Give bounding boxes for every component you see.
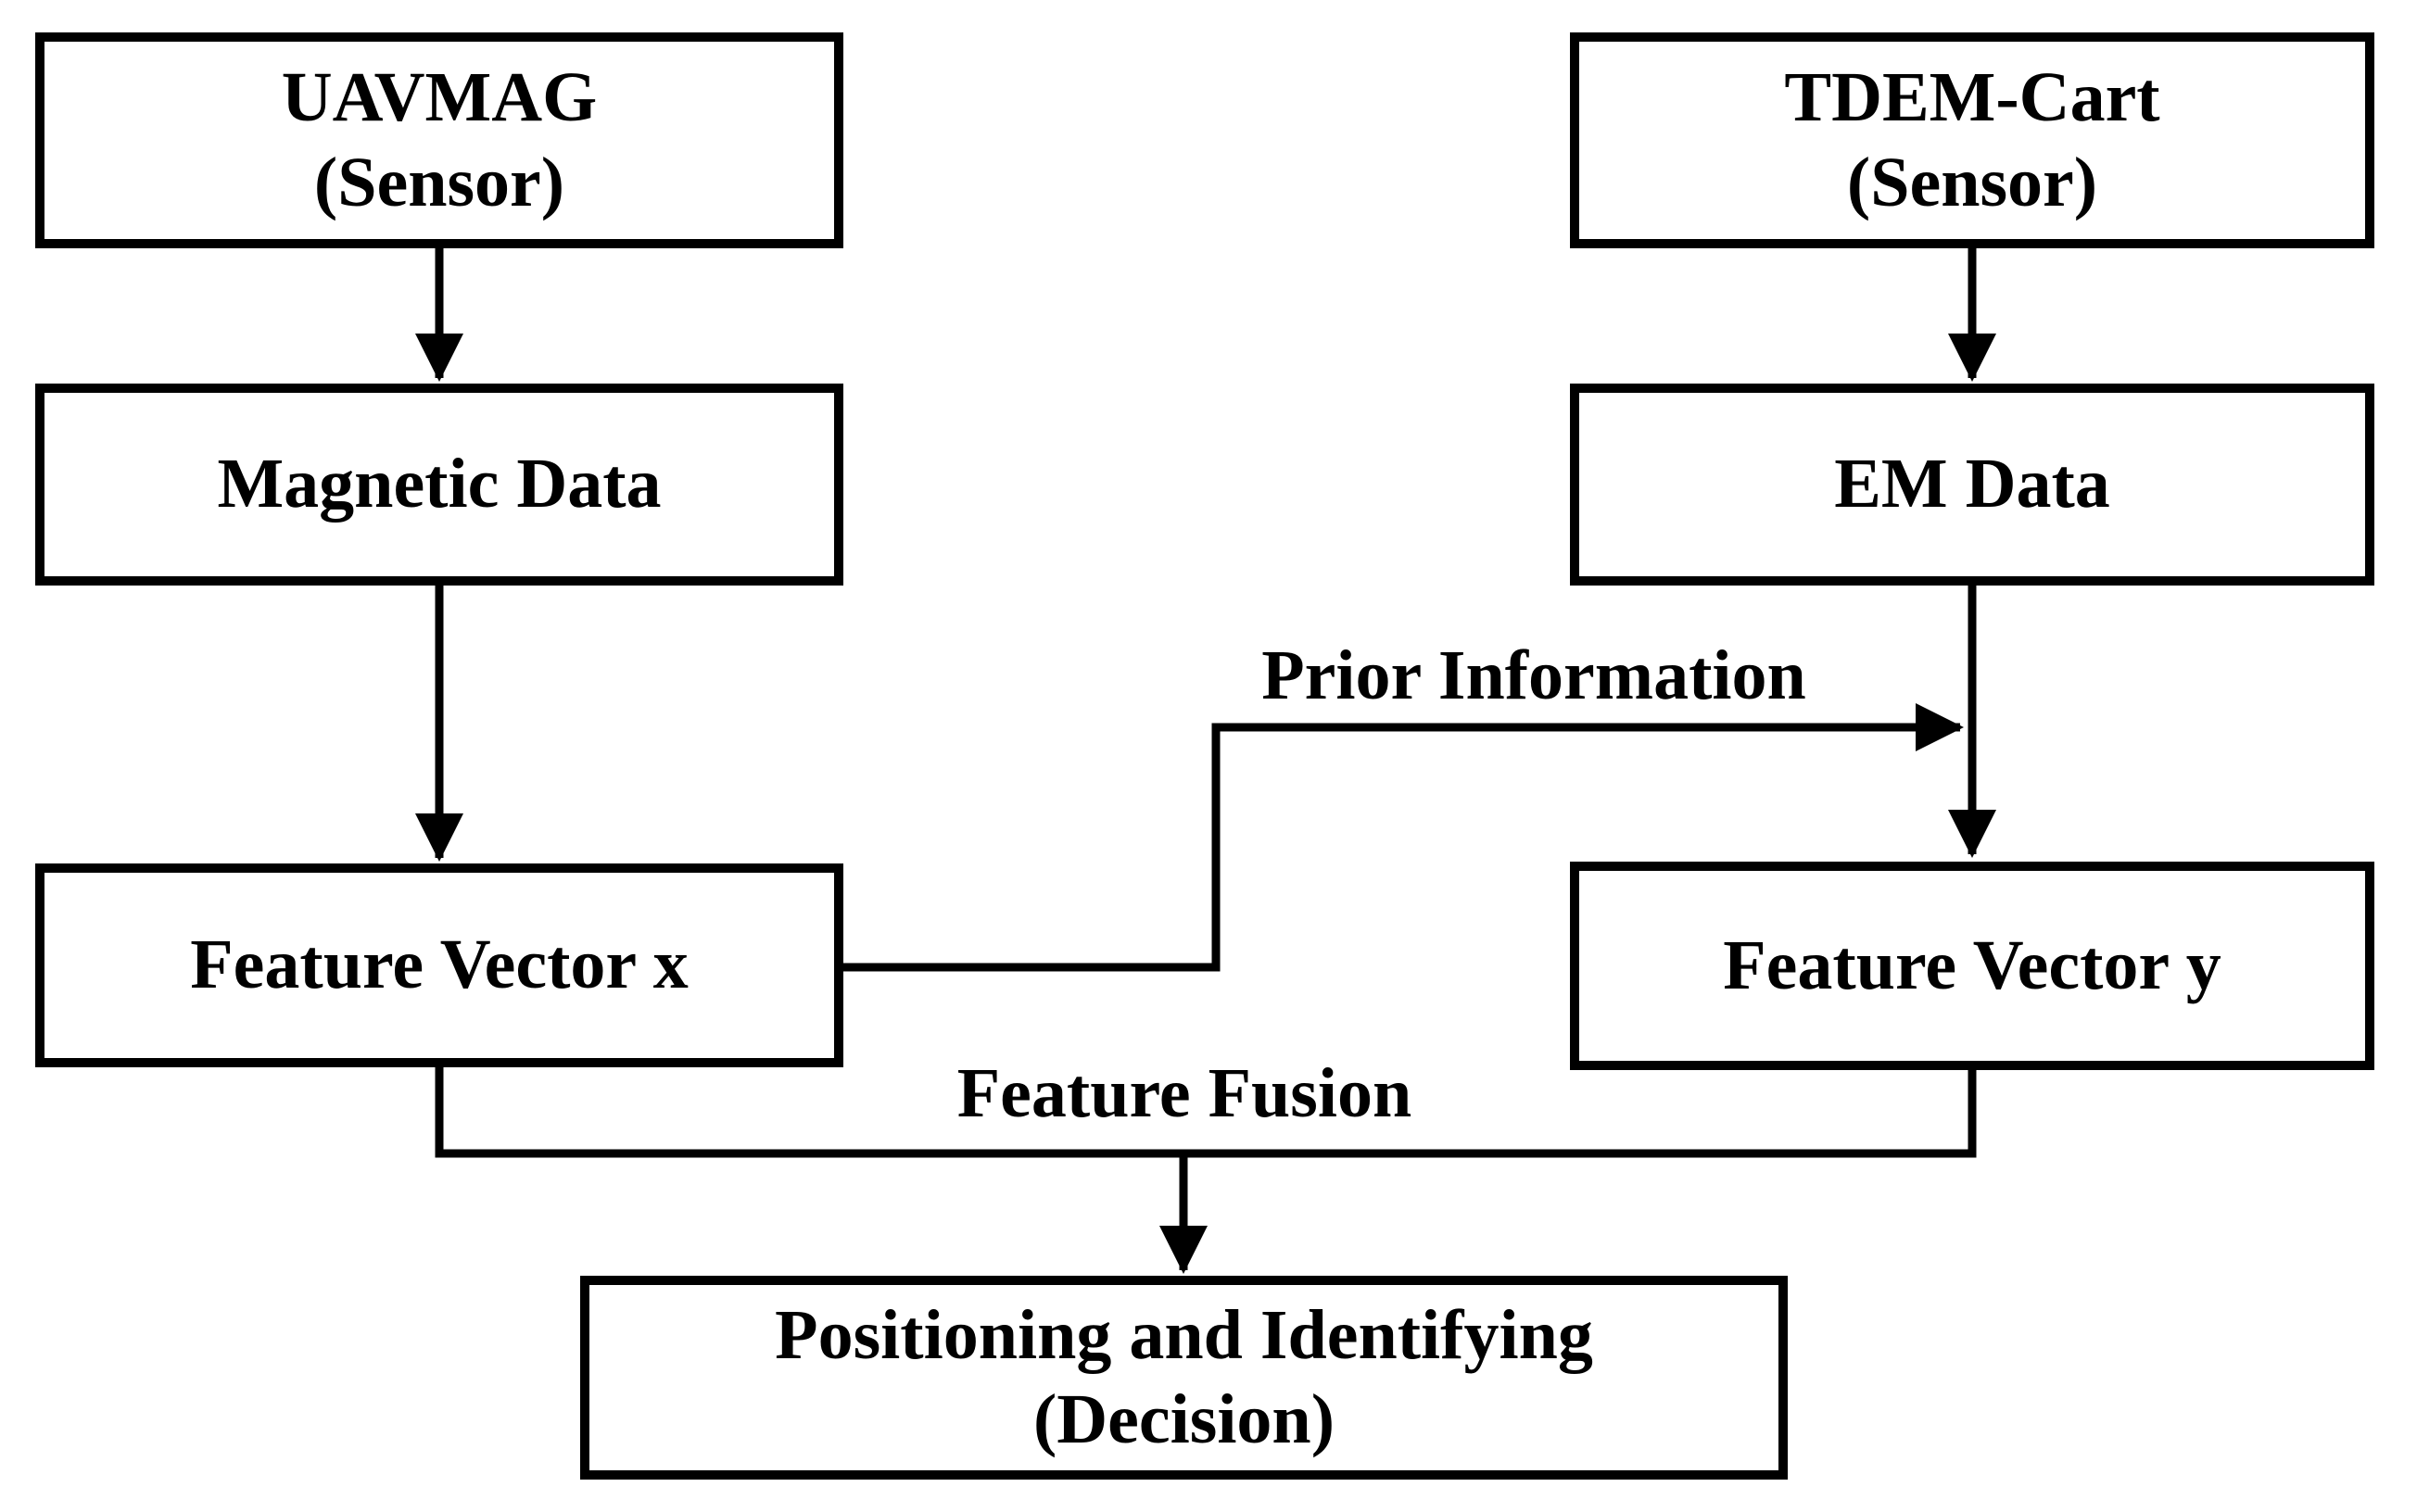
node-feature-vector-x-label: Feature Vector x — [190, 926, 689, 1004]
node-decision-label-line2: (Decision) — [1032, 1380, 1335, 1458]
edge-label-prior-information: Prior Information — [1261, 636, 1806, 714]
node-em-data-label: EM Data — [1834, 445, 2110, 523]
node-tdem-cart-sensor: TDEM-Cart (Sensor) — [1570, 32, 2374, 248]
node-feature-vector-y-label: Feature Vector y — [1723, 926, 2221, 1004]
node-tdem-cart-label-line1: TDEM-Cart — [1784, 58, 2160, 137]
edge-label-feature-fusion: Feature Fusion — [956, 1054, 1412, 1132]
arrow-prior-information-from-feature-vector-x — [843, 703, 1964, 972]
node-em-data: EM Data — [1570, 384, 2374, 586]
node-uavmag-label-line2: (Sensor) — [313, 143, 565, 221]
node-decision-label-line1: Positioning and Identifying — [775, 1295, 1593, 1374]
node-magnetic-data: Magnetic Data — [35, 384, 843, 586]
node-uavmag-sensor: UAVMAG (Sensor) — [35, 32, 843, 248]
node-magnetic-data-label: Magnetic Data — [217, 445, 662, 523]
connector-feature-fusion-bus — [435, 1067, 1977, 1158]
node-positioning-and-identifying-decision: Positioning and Identifying (Decision) — [580, 1276, 1788, 1480]
node-uavmag-label-line1: UAVMAG — [281, 58, 598, 137]
node-feature-vector-y: Feature Vector y — [1570, 862, 2374, 1070]
node-tdem-cart-label-line2: (Sensor) — [1846, 143, 2098, 221]
node-feature-vector-x: Feature Vector x — [35, 863, 843, 1067]
